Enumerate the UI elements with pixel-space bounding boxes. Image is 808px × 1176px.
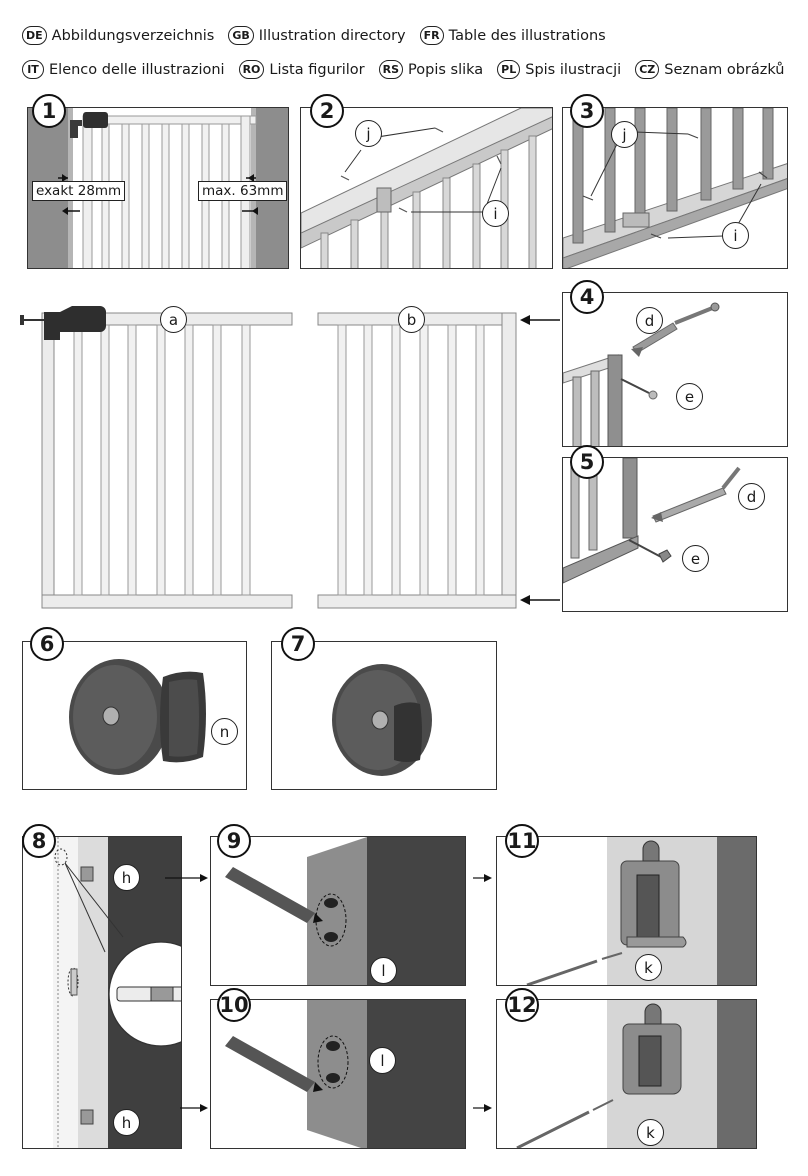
callout-h-bottom: h — [113, 1109, 140, 1136]
callout-d-panel5: d — [738, 483, 765, 510]
lang-label-pl: Spis ilustracji — [525, 61, 622, 78]
door-frame-level-illustration — [53, 837, 181, 1148]
lang-code-cz: CZ — [635, 60, 660, 79]
lang-code-it: IT — [22, 60, 44, 79]
panel-7-wall-pad-assembled — [271, 641, 497, 790]
lang-code-rs: RS — [378, 60, 404, 79]
callout-d-panel4: d — [636, 307, 663, 334]
panel-1-measurement: exakt 28mm max. 63mm — [27, 107, 289, 269]
callout-i-panel2: i — [482, 200, 509, 227]
panel-2-screws: j i — [300, 107, 553, 269]
callout-j-panel2: j — [355, 120, 382, 147]
panel-8-level — [22, 836, 182, 1149]
step-number-6: 6 — [30, 627, 64, 661]
lang-label-fr: Table des illustrations — [448, 27, 606, 44]
lang-label-ro: Lista figurilor — [269, 61, 365, 78]
lang-label-it: Elenco delle illustrazioni — [49, 61, 225, 78]
wall-bracket-bottom-illustration — [516, 1000, 756, 1148]
callout-k-panel12: k — [637, 1119, 664, 1146]
callout-l-panel10: l — [369, 1047, 396, 1074]
lang-it: IT Elenco delle illustrazioni — [22, 60, 225, 79]
panel-5-bolt — [562, 457, 788, 612]
callout-k-panel11: k — [635, 954, 662, 981]
panel-12-bracket-bottom — [496, 999, 757, 1149]
drill-marking-top-illustration — [225, 837, 465, 985]
step-number-10: 10 — [217, 988, 251, 1022]
step-number-2: 2 — [310, 94, 344, 128]
callout-n: n — [211, 718, 238, 745]
callout-e-panel4: e — [676, 383, 703, 410]
panel-11-bracket-top — [496, 836, 757, 986]
lang-code-pl: PL — [497, 60, 521, 79]
lang-label-cz: Seznam obrázků — [664, 61, 785, 78]
step-number-12: 12 — [505, 988, 539, 1022]
top-rail-screws-illustration — [301, 108, 552, 268]
bolt-assembly-top-illustration — [563, 302, 720, 446]
bottom-rail-screws-illustration — [563, 108, 787, 268]
gate-part-a — [20, 306, 293, 609]
step-number-5: 5 — [570, 445, 604, 479]
step-number-4: 4 — [570, 280, 604, 314]
panel-9-drill-top — [210, 836, 466, 986]
step-number-8: 8 — [22, 824, 56, 858]
step-number-7: 7 — [281, 627, 315, 661]
callout-b: b — [398, 306, 425, 333]
lang-code-fr: FR — [419, 26, 444, 45]
lang-code-ro: RO — [238, 60, 265, 79]
panel-6-wall-pad — [22, 641, 247, 790]
step-number-11: 11 — [505, 824, 539, 858]
panel-4-bolt — [562, 292, 788, 447]
gate-part-b — [317, 312, 517, 609]
wall-pad-separated-illustration — [69, 659, 206, 775]
measurement-max-63mm: max. 63mm — [198, 181, 288, 201]
lang-label-gb: Illustration directory — [258, 27, 406, 44]
callout-l-panel9: l — [370, 957, 397, 984]
measurement-exact-28mm: exakt 28mm — [32, 181, 126, 201]
step-number-1: 1 — [32, 94, 66, 128]
lang-code-gb: GB — [228, 26, 254, 45]
lang-code-de: DE — [22, 26, 47, 45]
wall-pad-assembled-illustration — [332, 664, 432, 776]
panel-3-screws — [562, 107, 788, 269]
step-number-3: 3 — [570, 94, 604, 128]
callout-a: a — [160, 306, 187, 333]
bolt-assembly-bottom-illustration — [563, 458, 741, 584]
callout-e-panel5: e — [682, 545, 709, 572]
callout-j-panel3: j — [611, 121, 638, 148]
wall-bracket-top-illustration — [526, 837, 756, 985]
callout-h-top: h — [113, 864, 140, 891]
callout-i-panel3: i — [722, 222, 749, 249]
lang-label-rs: Popis slika — [408, 61, 484, 78]
drill-marking-bottom-illustration — [225, 1000, 465, 1148]
panel-10-drill-bottom — [210, 999, 466, 1149]
step-number-9: 9 — [217, 824, 251, 858]
lang-label-de: Abbildungsverzeichnis — [51, 27, 215, 44]
